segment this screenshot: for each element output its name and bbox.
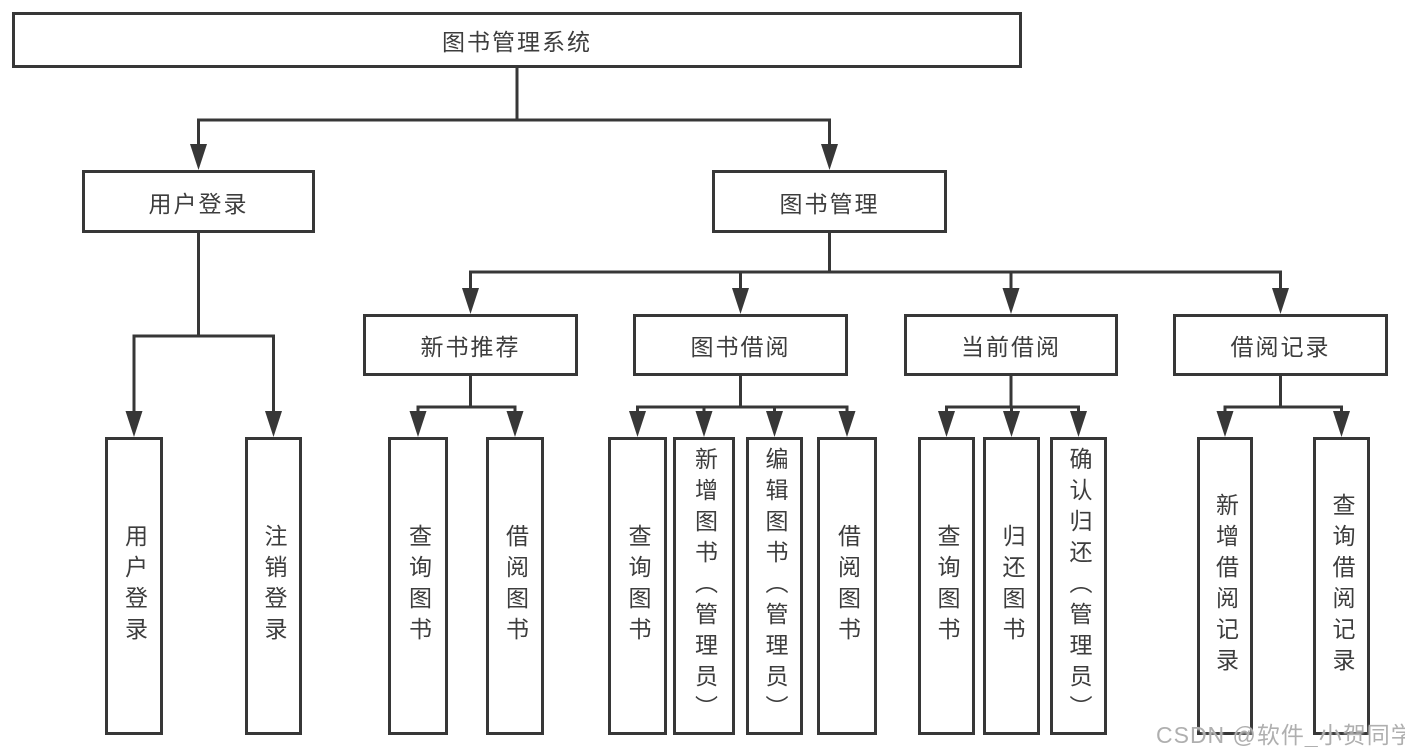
node-leaf-confirm-return: 确认归还（管理员） <box>1050 437 1107 735</box>
arrowhead-icon <box>409 411 427 437</box>
node-leaf-logout: 注销登录 <box>245 437 302 735</box>
node-label: 确认归还（管理员） <box>1066 446 1092 726</box>
node-user-login-branch: 用户登录 <box>82 170 315 233</box>
arrowhead-icon <box>1002 288 1020 314</box>
node-label: 归还图书 <box>999 524 1025 648</box>
arrowhead-icon <box>629 411 646 437</box>
node-label: 查询借阅记录 <box>1329 493 1355 679</box>
node-label: 借阅图书 <box>502 524 529 648</box>
node-label: 当前借阅 <box>961 334 1061 360</box>
node-leaf-add-books: 新增图书（管理员） <box>673 437 735 735</box>
csdn-watermark: CSDN @软件_小贺同学 <box>1156 722 1405 747</box>
node-label: 图书借阅 <box>690 334 791 360</box>
arrowhead-icon <box>938 411 955 437</box>
node-borrowing-records: 借阅记录 <box>1173 314 1388 376</box>
arrowhead-icon <box>766 411 783 437</box>
node-label: 注销登录 <box>261 524 287 648</box>
node-leaf-add-borrow-record: 新增借阅记录 <box>1197 437 1253 735</box>
node-label: 借阅图书 <box>834 524 861 648</box>
node-label: 新书推荐 <box>420 334 521 360</box>
arrowhead-icon <box>732 288 749 314</box>
node-label: 新增图书（管理员） <box>691 446 718 726</box>
node-leaf-query-books-borrow: 查询图书 <box>608 437 667 735</box>
node-leaf-borrow-books: 借阅图书 <box>817 437 877 735</box>
node-leaf-query-books-current: 查询图书 <box>918 437 975 735</box>
arrowhead-icon <box>1333 411 1350 437</box>
arrowhead-icon <box>1003 411 1020 437</box>
arrowhead-icon <box>190 144 207 170</box>
node-label: 图书管理 <box>779 190 880 217</box>
node-label: 查询图书 <box>405 524 432 648</box>
arrowhead-icon <box>1272 288 1289 314</box>
node-label: 新增借阅记录 <box>1212 493 1239 679</box>
node-leaf-user-login: 用户登录 <box>105 437 163 735</box>
node-label: 借阅记录 <box>1230 334 1331 360</box>
arrowhead-icon <box>695 411 713 437</box>
node-leaf-borrow-books-new: 借阅图书 <box>486 437 544 735</box>
node-book-management: 图书管理 <box>712 170 947 233</box>
node-leaf-query-borrow-record: 查询借阅记录 <box>1313 437 1370 735</box>
arrowhead-icon <box>838 411 856 437</box>
node-label: 用户登录 <box>121 524 148 648</box>
node-label: 编辑图书（管理员） <box>762 446 788 726</box>
node-label: 查询图书 <box>625 524 651 648</box>
arrowhead-icon <box>125 411 143 437</box>
arrowhead-icon <box>821 144 838 170</box>
arrowhead-icon <box>506 411 524 437</box>
node-current-borrowing: 当前借阅 <box>904 314 1118 376</box>
arrowhead-icon <box>1216 411 1234 437</box>
node-leaf-query-books-new: 查询图书 <box>388 437 448 735</box>
node-leaf-return-books: 归还图书 <box>983 437 1040 735</box>
arrowhead-icon <box>265 411 282 437</box>
node-label: 查询图书 <box>934 524 960 648</box>
node-new-book-recommend: 新书推荐 <box>363 314 578 376</box>
arrowhead-icon <box>462 288 479 314</box>
node-leaf-edit-books: 编辑图书（管理员） <box>746 437 803 735</box>
node-label: 用户登录 <box>148 190 249 217</box>
node-book-borrowing: 图书借阅 <box>633 314 848 376</box>
node-label: 图书管理系统 <box>442 29 592 55</box>
node-root: 图书管理系统 <box>12 12 1022 68</box>
arrowhead-icon <box>1070 411 1087 437</box>
